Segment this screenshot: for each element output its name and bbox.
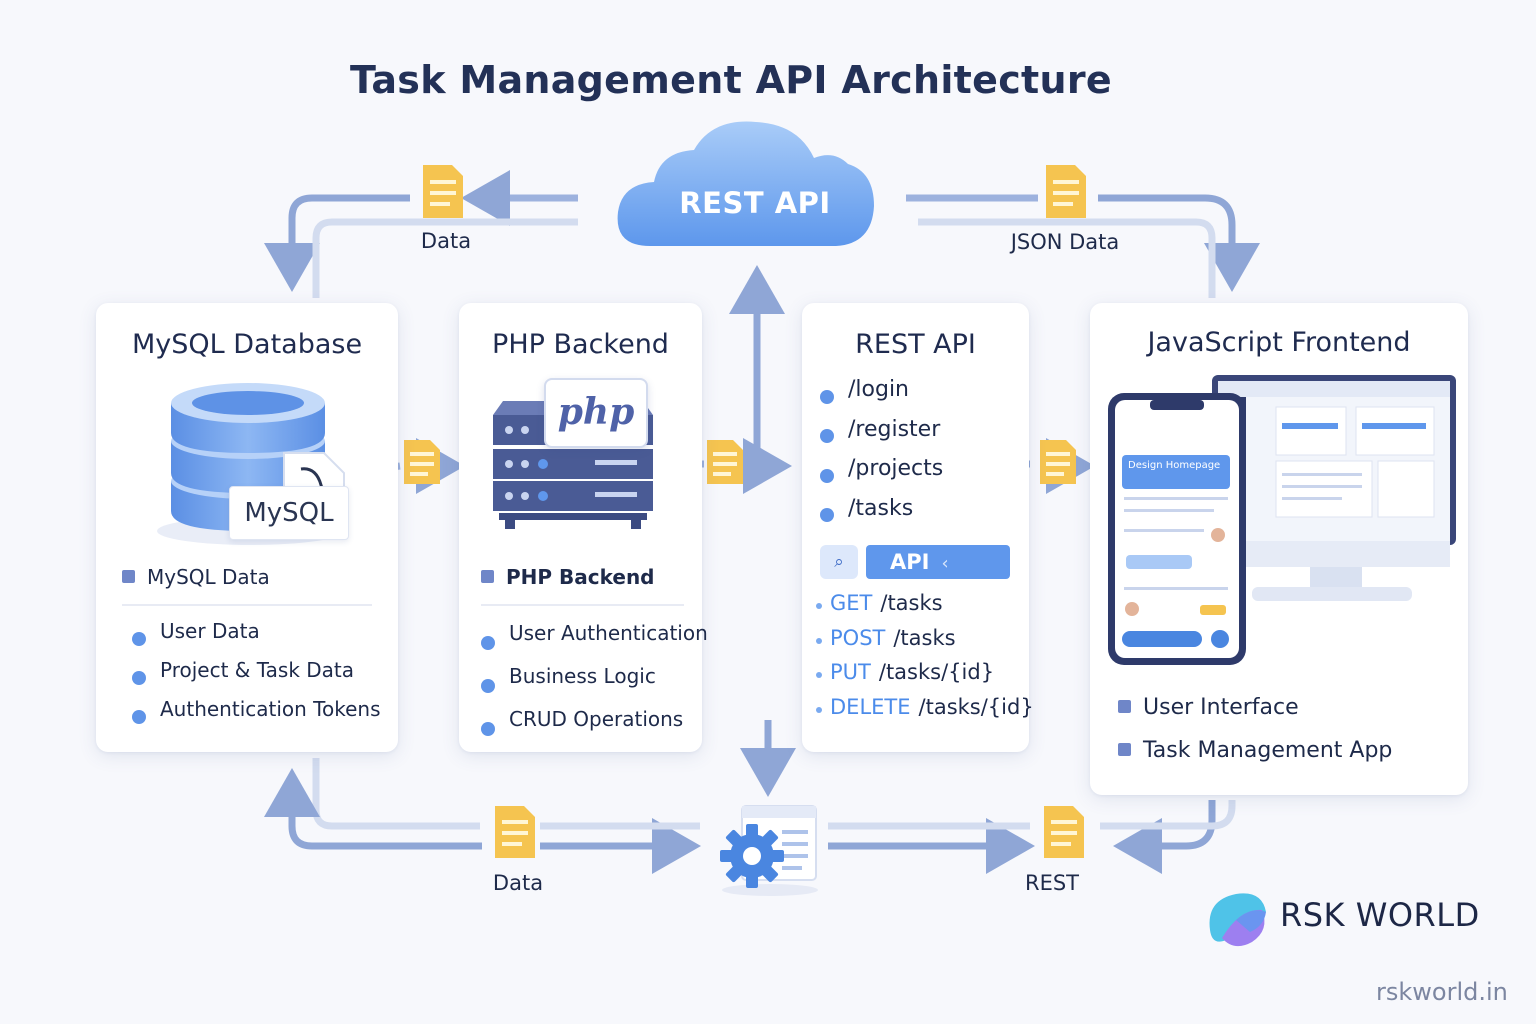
document-icon xyxy=(1046,165,1086,218)
brand-logo-icon xyxy=(1209,893,1266,947)
document-icon xyxy=(423,165,463,218)
list-item: Authentication Tokens xyxy=(132,697,381,736)
document-icon xyxy=(495,806,535,858)
method-item: GET/tasks xyxy=(816,591,1034,626)
php-logo-text: php xyxy=(544,378,648,448)
square-bullet-icon xyxy=(122,570,135,583)
page-title: Task Management API Architecture xyxy=(350,58,1112,102)
square-bullet-icon xyxy=(1118,699,1131,713)
flow-label-bottom-left: Data xyxy=(492,871,544,895)
mysql-items: User Data Project & Task Data Authentica… xyxy=(132,619,381,736)
rest-card: REST API /login /register /projects /tas… xyxy=(802,303,1034,752)
square-bullet-icon xyxy=(481,570,494,583)
api-search-button[interactable]: ⌕ xyxy=(820,545,858,579)
frontend-card: JavaScript Frontend Design Homep xyxy=(1090,303,1468,795)
method-path: /tasks/{id} xyxy=(918,694,1034,719)
method-verb: GET xyxy=(830,591,873,615)
phone-card-title: Design Homepage xyxy=(1128,460,1221,471)
divider xyxy=(122,604,372,606)
php-items: User Authentication Business Logic CRUD … xyxy=(481,621,708,750)
method-verb: POST xyxy=(830,625,886,650)
php-section-label-text: PHP Backend xyxy=(506,565,655,589)
method-item: PUT/tasks/{id} xyxy=(816,660,1034,695)
method-item: DELETE/tasks/{id} xyxy=(816,695,1034,730)
method-verb: DELETE xyxy=(830,694,911,719)
endpoint-item: /tasks xyxy=(820,496,943,536)
list-item: Project & Task Data xyxy=(132,658,381,697)
mysql-card-title: MySQL Database xyxy=(131,329,363,360)
list-item: User Authentication xyxy=(481,621,708,664)
frontend-item-text: User Interface xyxy=(1143,695,1299,720)
endpoint-item: /login xyxy=(820,377,943,417)
divider xyxy=(481,604,684,606)
method-path: /tasks/{id} xyxy=(878,660,995,684)
document-icon xyxy=(1044,806,1084,858)
method-verb: PUT xyxy=(830,660,871,684)
flow-label-bottom-right: REST xyxy=(1024,871,1080,895)
method-path: /tasks xyxy=(893,625,956,650)
document-icon xyxy=(1040,440,1076,484)
php-card: PHP Backend php PHP Backend User Authent… xyxy=(459,303,708,752)
document-icon xyxy=(707,440,743,484)
chevron-left-icon: ‹ xyxy=(941,553,949,574)
brand-name: RSK WORLD xyxy=(1280,896,1480,934)
mysql-card: MySQL Database MySQL MySQL Data User Dat… xyxy=(96,303,398,752)
frontend-item-text: Task Management App xyxy=(1143,738,1393,763)
gear-settings-icon xyxy=(720,805,818,896)
rest-card-title: REST API xyxy=(855,329,976,360)
square-bullet-icon xyxy=(1118,742,1131,756)
list-item: User Data xyxy=(132,619,381,658)
php-section-label: PHP Backend xyxy=(481,565,655,589)
list-item: User Interface xyxy=(1118,695,1392,738)
method-item: POST/tasks xyxy=(816,626,1034,661)
flow-label-top-left: Data xyxy=(420,229,472,253)
method-path: /tasks xyxy=(880,591,943,615)
php-card-title: PHP Backend xyxy=(492,329,669,360)
frontend-card-title: JavaScript Frontend xyxy=(1147,327,1411,358)
frontend-items: User Interface Task Management App xyxy=(1118,695,1392,781)
document-icon xyxy=(404,440,440,484)
endpoint-list: /login /register /projects /tasks xyxy=(820,377,943,535)
mysql-section-label-text: MySQL Data xyxy=(147,565,270,589)
cloud-label: REST API xyxy=(679,186,831,220)
list-item: Business Logic xyxy=(481,664,708,707)
list-item: Task Management App xyxy=(1118,738,1392,781)
api-label-pill[interactable]: API ‹ xyxy=(866,545,1010,579)
list-item: CRUD Operations xyxy=(481,707,708,750)
search-icon: ⌕ xyxy=(834,552,844,572)
endpoint-item: /projects xyxy=(820,456,943,496)
mysql-section-label: MySQL Data xyxy=(122,565,270,589)
cloud-icon xyxy=(617,121,874,246)
api-label: API xyxy=(890,550,930,574)
api-toolbar: ⌕ API ‹ xyxy=(820,545,1010,579)
flow-label-top-right: JSON Data xyxy=(1010,230,1120,254)
mysql-logo-text: MySQL xyxy=(229,486,349,540)
endpoint-item: /register xyxy=(820,417,943,457)
devices-icon xyxy=(1108,375,1456,665)
method-list: GET/tasks POST/tasks PUT/tasks/{id} DELE… xyxy=(816,591,1034,729)
brand-url: rskworld.in xyxy=(1376,978,1508,1006)
